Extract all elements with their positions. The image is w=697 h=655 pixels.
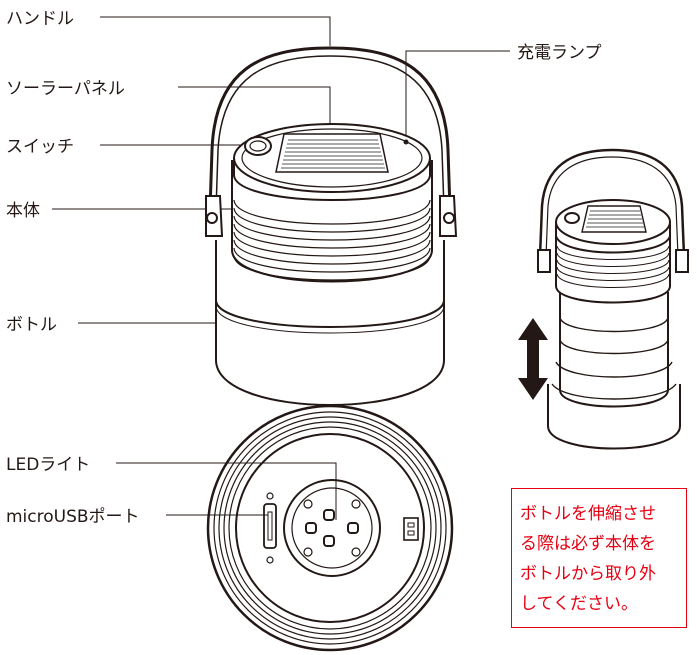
switch-button <box>244 136 272 156</box>
label-bottle: ボトル <box>6 315 57 335</box>
usb-port <box>263 503 277 549</box>
main-body <box>231 160 433 283</box>
caution-note-line-1: ボトルを伸縮させ <box>520 504 656 524</box>
caution-note-line-3: ボトルから取り外 <box>520 564 656 584</box>
label-usb-port: microUSBポート <box>6 507 140 527</box>
body-ribs <box>233 199 431 281</box>
extended-handle <box>538 148 686 257</box>
extend-arrow <box>518 318 548 400</box>
label-switch: スイッチ <box>6 137 74 157</box>
led-mount <box>283 479 381 577</box>
led-2 <box>305 522 317 534</box>
label-led-light: LEDライト <box>6 455 90 475</box>
caution-note-line-4: してください。 <box>520 594 638 614</box>
led-4 <box>323 535 335 547</box>
handle <box>208 46 452 211</box>
caution-note-box: ボトルを伸縮させ る際は必ず本体を ボトルから取り外 してください。 <box>511 488 687 628</box>
label-body: 本体 <box>6 201 40 221</box>
leader-charge-lamp <box>405 50 510 138</box>
extended-ribs <box>551 317 677 400</box>
led-1 <box>323 509 335 521</box>
lantern-extended <box>537 148 689 450</box>
leader-handle <box>100 16 331 46</box>
caution-note-line-2: る際は必ず本体を <box>520 534 656 554</box>
solar-panel-grid <box>281 139 385 169</box>
leader-led-light <box>116 462 337 520</box>
lantern-bottom-view <box>206 404 454 652</box>
label-charge-lamp: 充電ランプ <box>517 43 602 63</box>
led-3 <box>347 522 359 534</box>
bottom-outer-ring <box>206 404 454 652</box>
label-solar-panel: ソーラーパネル <box>6 79 125 99</box>
label-handle: ハンドル <box>6 9 74 29</box>
charge-lamp-dot <box>403 139 409 145</box>
lantern-main <box>205 46 458 406</box>
side-clip <box>403 517 419 541</box>
